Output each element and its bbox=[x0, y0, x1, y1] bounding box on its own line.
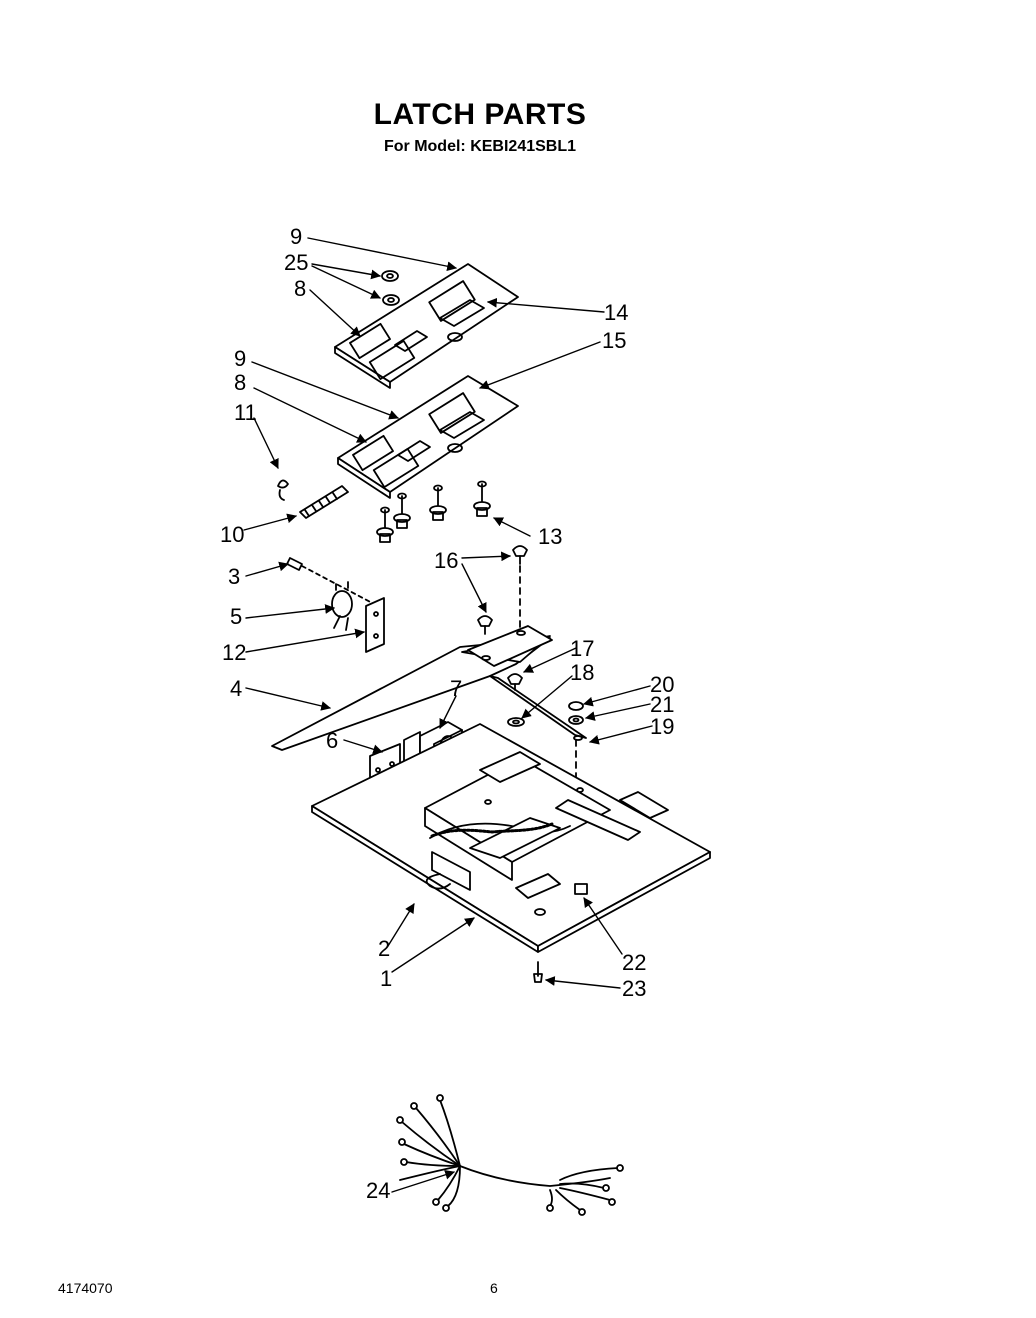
latch-actuator-arm bbox=[271, 625, 587, 751]
page-title: LATCH PARTS bbox=[373, 98, 587, 131]
callout-3: 3 bbox=[228, 564, 240, 589]
callout-11: 11 bbox=[234, 400, 257, 425]
callout-1: 1 bbox=[380, 966, 392, 991]
callout-22: 22 bbox=[622, 950, 646, 975]
rivets bbox=[477, 545, 528, 727]
model-subtitle: For Model: KEBI241SBL1 bbox=[383, 138, 577, 155]
nut-25a bbox=[381, 270, 399, 282]
leader-lines bbox=[243, 237, 653, 1193]
mounting-screws bbox=[376, 480, 491, 543]
callout-18: 18 bbox=[570, 660, 594, 685]
thermostat-assembly bbox=[286, 557, 385, 653]
callout-4: 4 bbox=[230, 676, 242, 701]
callout-8a: 8 bbox=[294, 276, 306, 301]
lower-switch-bracket bbox=[337, 375, 519, 499]
callout-23: 23 bbox=[622, 976, 646, 1001]
upper-switch-bracket bbox=[334, 263, 519, 389]
screw-23 bbox=[533, 961, 543, 983]
callout-21: 21 bbox=[650, 692, 674, 717]
callout-7: 7 bbox=[450, 676, 462, 701]
callout-9b: 9 bbox=[234, 346, 246, 371]
callout-15: 15 bbox=[602, 328, 626, 353]
callout-9a: 9 bbox=[290, 224, 302, 249]
callout-13: 13 bbox=[538, 524, 562, 549]
callout-5: 5 bbox=[230, 604, 242, 629]
callout-19: 19 bbox=[650, 714, 674, 739]
base-plate bbox=[311, 723, 711, 983]
wire-harness bbox=[396, 1094, 624, 1216]
spring-and-pin bbox=[277, 479, 349, 519]
callout-12: 12 bbox=[222, 640, 246, 665]
washers bbox=[568, 701, 584, 791]
nut-25b bbox=[382, 294, 400, 306]
callout-6: 6 bbox=[326, 728, 338, 753]
page-number: 6 bbox=[490, 1280, 498, 1296]
nut-22 bbox=[574, 883, 588, 895]
callout-17: 17 bbox=[570, 636, 594, 661]
callout-labels: 9 25 8 14 15 9 8 11 10 13 16 3 5 12 17 1… bbox=[220, 224, 674, 1203]
callout-20: 20 bbox=[650, 672, 674, 697]
document-number: 4174070 bbox=[58, 1280, 113, 1296]
callout-2: 2 bbox=[378, 936, 390, 961]
callout-25: 25 bbox=[284, 250, 308, 275]
callout-10: 10 bbox=[220, 522, 244, 547]
callout-8b: 8 bbox=[234, 370, 246, 395]
callout-16: 16 bbox=[434, 548, 458, 573]
callout-24: 24 bbox=[366, 1178, 390, 1203]
callout-14: 14 bbox=[604, 300, 628, 325]
